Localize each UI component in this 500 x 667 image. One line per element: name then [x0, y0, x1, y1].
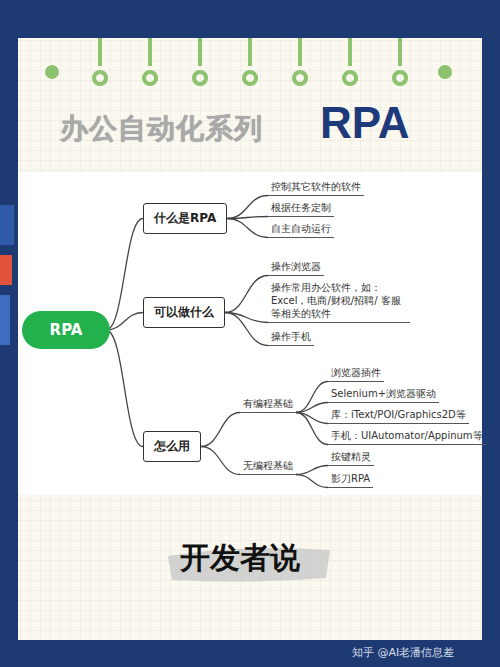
branch-leaf: 库：iText/POI/Graphics2D等 [328, 408, 469, 424]
node-text: 有编程基础 [243, 397, 293, 410]
branch-line [201, 413, 240, 447]
topic-box: 什么是RPA [143, 203, 227, 234]
branch-leaf: 操作浏览器 [268, 260, 324, 276]
node-text: 怎么用 [154, 438, 190, 455]
series-title: 办公自动化系列 [60, 110, 263, 148]
branch-line [106, 313, 143, 331]
node-text: 操作浏览器 [271, 260, 321, 273]
branch-leaf: 操作常用办公软件，如： Excel，电商/财税/招聘/ 客服等相关的软件 [268, 281, 410, 323]
node-text: 根据任务定制 [271, 201, 331, 214]
branch-line [106, 330, 143, 447]
node-text: 无编程基础 [243, 459, 293, 472]
branch-line [227, 217, 268, 219]
branch-leaf: 操作手机 [268, 330, 314, 346]
branch-line [296, 475, 328, 488]
node-text: 控制其它软件的软件 [271, 180, 361, 193]
branch-line [296, 466, 328, 475]
node-text: 库：iText/POI/Graphics2D等 [331, 408, 466, 421]
node-text: 可以做什么 [154, 304, 214, 321]
branch-leaf: 手机：UIAutomator/Appinum等 [328, 429, 486, 445]
branch-leaf: 控制其它软件的软件 [268, 180, 364, 196]
branch-leaf: 根据任务定制 [268, 201, 334, 217]
root-pill: RPA [22, 311, 110, 349]
topic-box: 可以做什么 [143, 297, 225, 328]
branch-leaf: 影刀RPA [328, 472, 373, 488]
node-text: 什么是RPA [154, 210, 216, 227]
branch-leaf: 自主自动运行 [268, 222, 334, 238]
branch-line [106, 219, 143, 331]
branch-line [227, 219, 268, 238]
banner-text: 开发者说 [180, 538, 300, 579]
node-text: Selenium+浏览器驱动 [331, 387, 436, 400]
branch-line [201, 447, 240, 475]
node-text: 按键精灵 [331, 450, 371, 463]
branch-line [296, 403, 328, 413]
sub-branch: 无编程基础 [240, 459, 296, 475]
watermark: 知乎 @AI老潘信息差 [352, 645, 454, 660]
branch-leaf: Selenium+浏览器驱动 [328, 387, 439, 403]
branch-line [296, 382, 328, 413]
sub-branch: 有编程基础 [240, 397, 296, 413]
branch-line [225, 276, 268, 313]
node-text: 操作手机 [271, 330, 311, 343]
branch-line [227, 196, 268, 219]
branch-leaf: 浏览器插件 [328, 366, 384, 382]
branch-line [296, 413, 328, 445]
node-text: 浏览器插件 [331, 366, 381, 379]
node-text: 自主自动运行 [271, 222, 331, 235]
topic-box: 怎么用 [143, 431, 201, 462]
node-text: RPA [40, 321, 92, 339]
node-text: 影刀RPA [331, 472, 370, 485]
branch-leaf: 按键精灵 [328, 450, 374, 466]
branch-line [225, 313, 268, 346]
node-text: 手机：UIAutomator/Appinum等 [331, 429, 483, 442]
node-text: 操作常用办公软件，如： Excel，电商/财税/招聘/ 客服等相关的软件 [271, 281, 407, 320]
rpa-heading: RPA [320, 98, 410, 148]
